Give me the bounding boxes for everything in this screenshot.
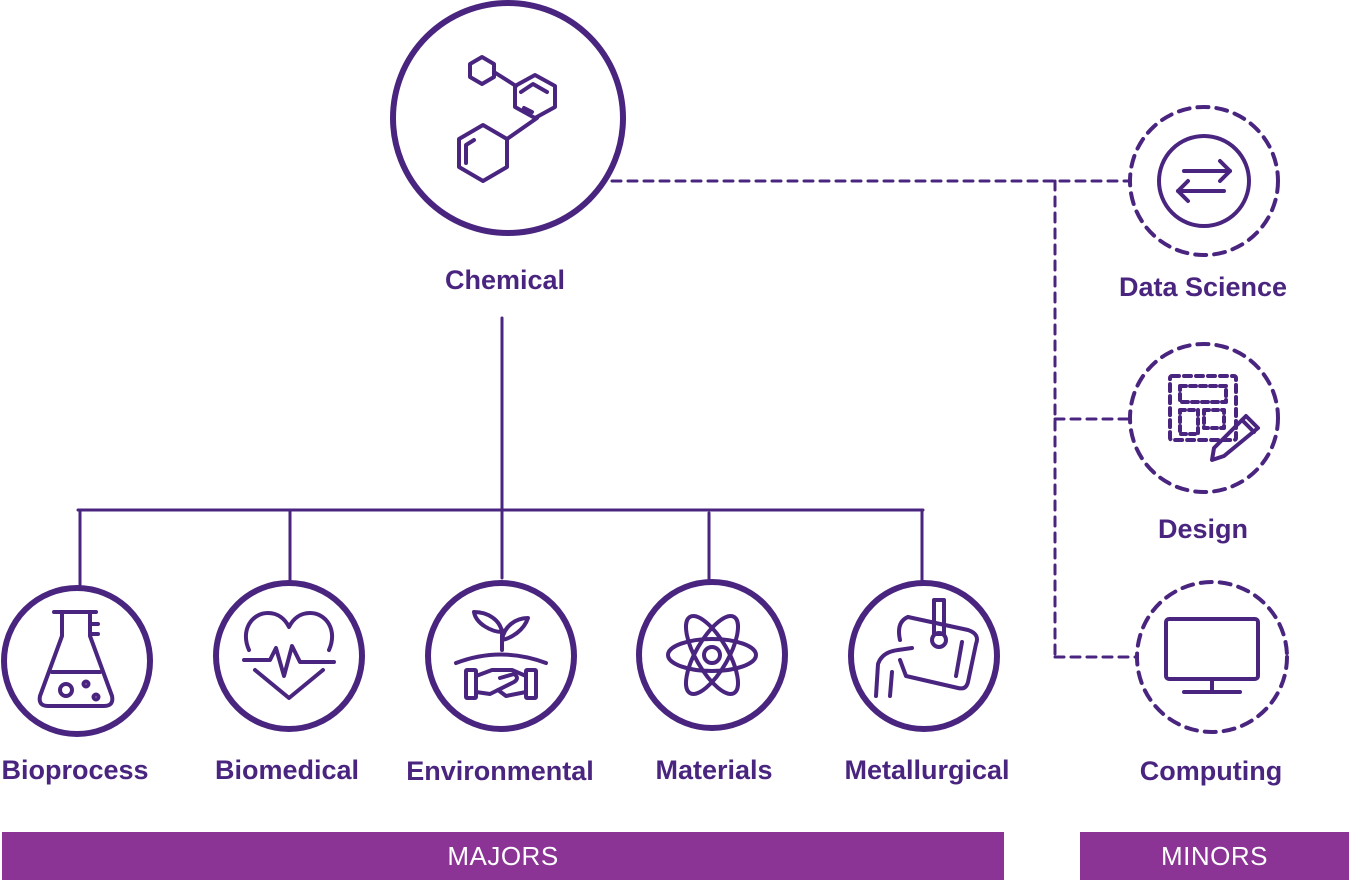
environmental-node: [425, 580, 577, 732]
minors-bar: MINORS: [1080, 832, 1349, 880]
metallurgical-node: [848, 580, 1000, 732]
design-label: Design: [1157, 514, 1249, 544]
pouring-crucible-icon: [874, 598, 979, 698]
computing-node: [1135, 580, 1289, 734]
chemical-label: Chemical: [444, 265, 566, 295]
environmental-label: Environmental: [406, 756, 594, 786]
design-node: [1128, 342, 1280, 494]
minors-connectors: [610, 179, 1139, 659]
biomedical-label: Biomedical: [214, 755, 360, 785]
plant-handshake-icon: [454, 610, 548, 700]
monitor-icon: [1164, 617, 1260, 694]
computing-label: Computing: [1139, 756, 1283, 786]
majors-bar: MAJORS: [2, 832, 1004, 880]
data-science-label: Data Science: [1118, 272, 1288, 302]
blueprint-pencil-icon: [1168, 374, 1260, 462]
biomedical-node: [213, 580, 365, 732]
exchange-arrows-icon: [1157, 134, 1251, 228]
atom-icon: [666, 614, 758, 696]
data-science-node: [1128, 105, 1280, 257]
materials-label: Materials: [655, 755, 773, 785]
bioprocess-label: Bioprocess: [1, 755, 149, 785]
heart-pulse-icon: [242, 611, 336, 700]
molecule-icon: [457, 55, 557, 183]
bioprocess-node: [1, 585, 153, 737]
majors-connectors: [76, 316, 925, 587]
flask-icon: [37, 610, 115, 708]
materials-node: [636, 579, 788, 731]
chemical-node: [390, 0, 626, 236]
minors-bar-label: MINORS: [1161, 840, 1268, 871]
majors-bar-label: MAJORS: [447, 840, 559, 871]
metallurgical-label: Metallurgical: [844, 755, 1010, 785]
